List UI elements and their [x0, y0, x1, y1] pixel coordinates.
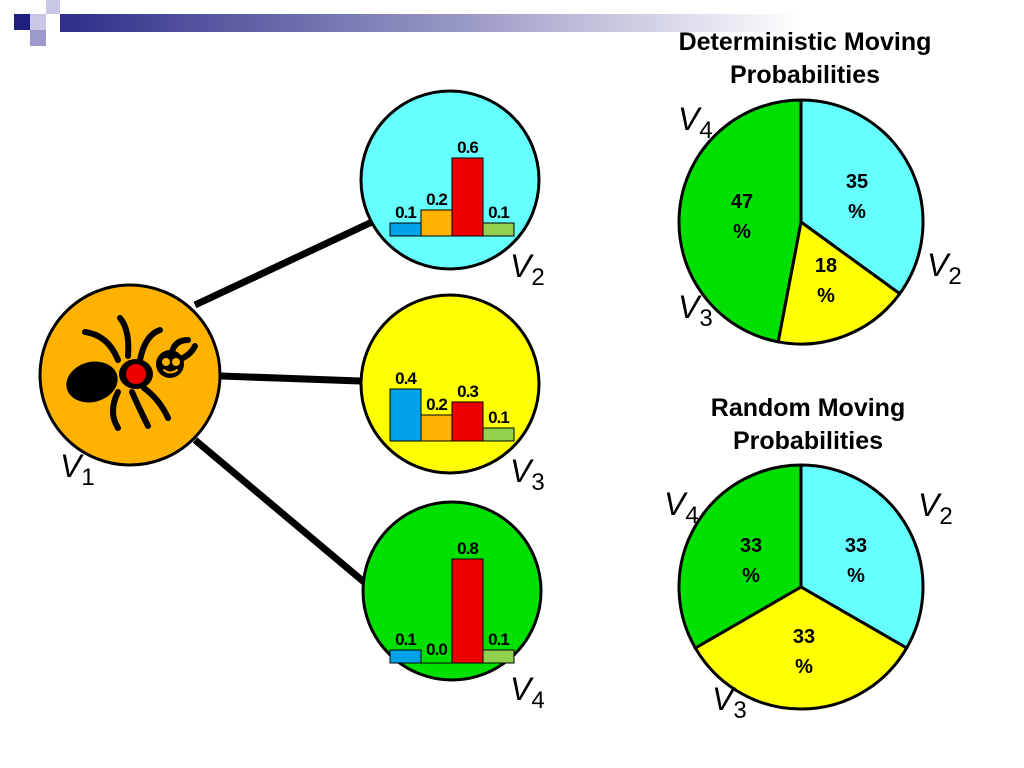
bar-v3-1 [420, 414, 453, 442]
bar-label-v3-2: 0.3 [457, 382, 478, 401]
deterministic-slice-num-v3: 18 [815, 255, 837, 277]
deterministic-slice-num-v2: 35 [846, 171, 868, 193]
bar-label-v2-2: 0.6 [457, 138, 478, 157]
deterministic-title-line1: Deterministic Moving [679, 28, 932, 56]
bar-label-v4-3: 0.1 [488, 630, 509, 649]
deterministic-slice-v2 [799, 98, 925, 296]
random-title-line1: Random Moving [711, 394, 905, 422]
label-v2: V2 [510, 248, 545, 291]
nodes-layer: 0.10.20.60.1V20.40.20.30.1V30.10.00.80.1… [359, 89, 545, 714]
bar-v2-1 [420, 209, 453, 237]
bar-v4-2 [451, 558, 484, 664]
random-slice-pct-v3: % [795, 656, 813, 678]
deterministic-slice-v3 [776, 219, 902, 346]
random-node-label-1: V2 [918, 487, 953, 530]
edge-v1-v4 [192, 437, 367, 585]
bar-label-v3-3: 0.1 [488, 408, 509, 427]
random-slice-v4 [677, 463, 803, 651]
bar-v2-3 [482, 222, 515, 237]
node-circle-v3 [359, 293, 541, 475]
bar-label-v2-1: 0.2 [426, 190, 447, 209]
deterministic-title-line2: Probabilities [730, 61, 880, 89]
deterministic-slice-pct-v2: % [848, 201, 866, 223]
bar-v2-0 [389, 222, 422, 237]
bar-label-v3-0: 0.4 [395, 369, 417, 388]
bar-v3-0 [389, 388, 422, 442]
node-v4: 0.1 0.0 0.8 0.1V4 [361, 500, 545, 714]
bar-label-v4-1: 0.0 [426, 640, 447, 659]
random-slice-v2 [799, 463, 925, 651]
node-v2: 0.1 0.2 0.6 0.1V2 [359, 89, 545, 291]
bar-v4-0 [389, 649, 422, 664]
deterministic-pie-chart: Deterministic Moving Probabilities 35% 18… [677, 28, 962, 346]
label-v1: V1 [60, 448, 95, 491]
random-slice-num-v2: 33 [845, 535, 867, 557]
random-title-line2: Probabilities [733, 427, 883, 455]
bar-v2-2 [451, 157, 484, 237]
random-slice-pct-v4: % [742, 565, 760, 587]
random-slice-pct-v2: % [847, 565, 865, 587]
random-slice-num-v4: 33 [740, 535, 762, 557]
deterministic-slice-pct-v4: % [733, 221, 751, 243]
node-v3: 0.4 0.2 0.3 0.1V3 [359, 293, 545, 496]
deterministic-slice-pct-v3: % [817, 285, 835, 307]
deterministic-slice-num-v4: 47 [731, 191, 753, 213]
bar-label-v2-3: 0.1 [488, 203, 509, 222]
deterministic-node-label-1: V2 [927, 247, 962, 290]
bar-v3-3 [482, 427, 515, 442]
bar-v3-2 [451, 401, 484, 442]
random-slice-num-v3: 33 [793, 626, 815, 648]
node-circle-v2 [359, 89, 541, 271]
bar-label-v4-0: 0.1 [395, 630, 416, 649]
deterministic-node-label-2: V3 [678, 289, 713, 332]
label-v3: V3 [510, 453, 545, 496]
edges [192, 218, 374, 585]
label-v4: V4 [510, 671, 545, 714]
bar-label-v4-2: 0.8 [457, 539, 478, 558]
bar-label-v3-1: 0.2 [426, 395, 447, 414]
deterministic-slice-v4 [677, 98, 803, 344]
ant-icon [66, 315, 198, 431]
deterministic-node-label-0: V4 [678, 101, 713, 144]
header-decoration [14, 0, 800, 46]
edge-v1-v2 [193, 218, 374, 309]
bar-label-v2-0: 0.1 [395, 203, 416, 222]
random-slice-v3 [693, 585, 909, 711]
random-node-label-2: V3 [712, 681, 747, 724]
ant-node-v1 [38, 283, 222, 467]
bar-v4-3 [482, 649, 515, 664]
random-node-label-0: V4 [664, 486, 699, 529]
edge-v1-v3 [220, 372, 361, 385]
